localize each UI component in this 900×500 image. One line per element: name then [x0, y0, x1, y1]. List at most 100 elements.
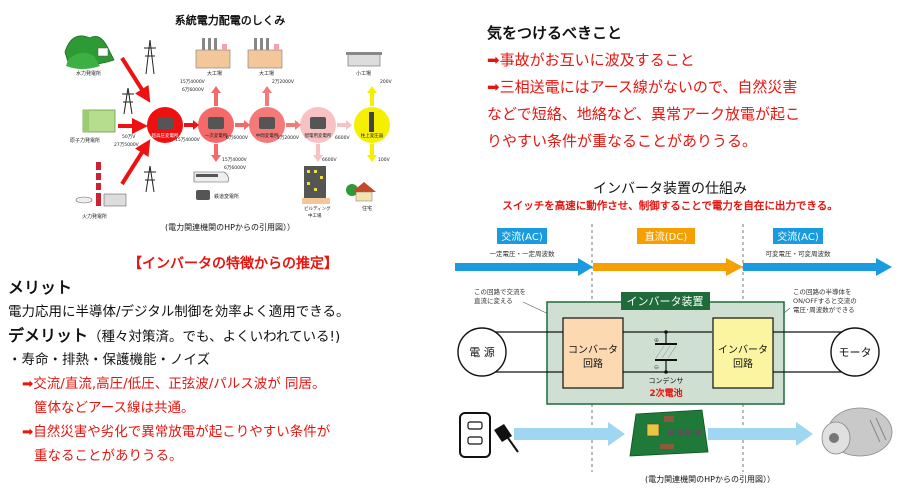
svg-text:柱上変圧器: 柱上変圧器: [361, 132, 384, 139]
circuit-board-icon: [629, 409, 709, 457]
demerit-point-2-cont: 重なることがありうる。: [34, 448, 183, 464]
motor: モータ: [830, 327, 880, 377]
note-right-cont: ON/OFFすると交流の: [793, 296, 857, 305]
capacitor-label: コンデンサ: [649, 376, 684, 385]
factory-voltage-bottom: 6万6000V: [182, 87, 205, 93]
motor-photo-icon: [821, 407, 893, 457]
railway-voltage-top: 15万4000V: [222, 157, 248, 163]
inverter-estimation-section: 【インバータの特徴からの推定】 メリット 電力応用に半導体/デジタル制御を効率よ…: [8, 252, 448, 468]
svg-text:交流(AC): 交流(AC): [501, 230, 543, 243]
substation-primary: 一次変電所: [198, 107, 234, 143]
svg-text:交流(AC): 交流(AC): [777, 230, 819, 243]
building-voltage: 6600V: [322, 157, 337, 163]
merit-title: メリット: [8, 278, 73, 297]
capacitor-hatch: [655, 345, 677, 359]
demerit-row: デメリット（種々対策済。でも、よくいわれている!): [8, 324, 448, 348]
thermal-plant-icon: [75, 162, 127, 207]
grid-diagram-caption: (電力関連機関のHPからの引用図））: [165, 223, 295, 232]
factory-voltage: 2万2000V: [272, 79, 295, 85]
source-arrows: [118, 56, 151, 186]
note-left-cont: 直流に変える: [474, 296, 513, 305]
nuclear-plant-icon: [82, 109, 116, 133]
demerit-point-2: ➡自然災害や劣化で異常放電が起こりやすい条件が: [22, 424, 331, 440]
nuclear-plant-label: 原子力発電所: [70, 137, 100, 144]
building-icon: [302, 166, 330, 204]
svg-text:超高圧変電所: 超高圧変電所: [152, 132, 179, 139]
voltage-label: 2万2000V: [277, 135, 300, 141]
demerit-point-1-cont: 筐体などアース線は共通。: [34, 400, 195, 416]
building-label-sub: 中工場: [308, 212, 322, 219]
svg-text:中間変電所: 中間変電所: [256, 132, 279, 139]
svg-text:回路: 回路: [583, 357, 603, 370]
building-label: ビルディング: [304, 205, 331, 212]
note-right-cont2: 電圧･周波数ができる: [793, 305, 855, 314]
caution-line: ➡三相送電にはアース線がないので、自然災害: [487, 78, 798, 96]
dc-segment: 直流(DC): [637, 228, 695, 244]
large-factory-icon: [247, 38, 283, 69]
svg-text:コンバータ: コンバータ: [568, 344, 618, 356]
svg-text:モータ: モータ: [839, 346, 872, 359]
caution-line: などで短絡、地絡など、異常アーク放電が起こ: [487, 105, 801, 123]
voltage-label: 15万4000V: [175, 137, 201, 143]
device-label: インバータ装置: [627, 295, 704, 308]
flow-arrow-dc: [593, 258, 743, 276]
svg-text:直流(DC): 直流(DC): [645, 230, 688, 243]
converter-circuit: コンバータ 回路: [562, 317, 624, 389]
railway-voltage-bottom: 6万6000V: [224, 165, 247, 171]
railway-label: 鉄道変電所: [214, 193, 239, 200]
svg-text:インバータ: インバータ: [718, 344, 768, 356]
merit-text: 電力応用に半導体/デジタル制御を効率よく適用できる。: [8, 304, 350, 320]
estimation-heading: 【インバータの特徴からの推定】: [128, 256, 338, 272]
ac-output-segment: 交流(AC) 可変電圧・可変周波数: [766, 228, 831, 258]
substation-distribution: 配電用変電所: [300, 107, 336, 143]
demerit-note: （種々対策済。でも、よくいわれている!): [88, 329, 341, 345]
source-voltage-low: 27万5000V: [114, 142, 140, 148]
caution-line: ➡事故がお互いに波及すること: [487, 51, 695, 69]
flow-band-left: [514, 428, 610, 440]
demerit-title: デメリット: [8, 326, 89, 345]
large-factory-icon: [195, 38, 231, 69]
substation-ultra-high: 超高圧変電所: [147, 107, 183, 143]
wall-outlet-icon: [459, 412, 491, 458]
factory-voltage-top: 15万4000V: [180, 79, 206, 85]
caution-section: 気をつけるべきこと ➡事故がお互いに波及すること ➡三相送電にはアース線がないの…: [487, 20, 897, 155]
thermal-plant-label: 火力発電所: [82, 213, 107, 220]
pylon-icon: [122, 39, 156, 193]
ac-input-segment: 交流(AC) 一定電圧・一定周波数: [490, 228, 556, 258]
svg-text:電 源: 電 源: [469, 345, 495, 359]
small-factory-icon: [346, 52, 382, 67]
plug-icon: [494, 424, 519, 453]
house-label: 住宅: [362, 205, 372, 212]
voltage-label: 6600V: [335, 135, 350, 141]
power-grid-diagram: 系統電力配電のしくみ 水力発電所 原子力発電所 火力発電所: [10, 0, 450, 240]
large-factory-label: 大工場: [207, 70, 222, 77]
pole-transformer: 柱上変圧器: [354, 107, 390, 143]
inverter-diagram-caption: (電力関連機関のHPからの引用図））: [645, 475, 775, 484]
hydro-plant-icon: [64, 35, 115, 69]
inverter-circuit: インバータ 回路: [712, 317, 774, 389]
voltage-label: 6万6000V: [226, 135, 249, 141]
grid-diagram-title: 系統電力配電のしくみ: [174, 14, 286, 27]
svg-text:一次変電所: 一次変電所: [205, 132, 228, 139]
inverter-diagram-graphic: 交流(AC) 一定電圧・一定周波数 直流(DC) 交流(AC) 可変電圧・可変周…: [455, 224, 893, 472]
svg-text:回路: 回路: [733, 357, 753, 370]
railway-transformer-icon: [196, 190, 210, 200]
house-icon: [346, 182, 376, 202]
minus-icon: ⊖: [654, 364, 659, 371]
large-factory-label: 大工場: [259, 70, 274, 77]
hydro-plant-label: 水力発電所: [76, 70, 101, 77]
power-source: 電 源: [457, 327, 507, 377]
flow-band-right: [708, 428, 798, 440]
inverter-mechanism-diagram: インバータ装置の仕組み スイッチを高速に動作させ、制御することで電力を自在に出力…: [440, 172, 900, 500]
flow-arrow-ac-in: [455, 258, 593, 276]
small-factory-voltage: 200V: [380, 79, 393, 85]
demerit-items: ・寿命・排熱・保護機能・ノイズ: [8, 352, 211, 368]
grid-diagram-graphic: 水力発電所 原子力発電所 火力発電所 50万V 27万5000V: [64, 35, 393, 220]
svg-text:一定電圧・一定周波数: 一定電圧・一定周波数: [490, 249, 556, 258]
branch-arrows: [211, 86, 377, 162]
substation-intermediate: 中間変電所: [249, 107, 285, 143]
secondary-battery-label: 2次電池: [649, 387, 682, 399]
house-voltage: 100V: [378, 157, 391, 163]
inverter-diagram-subtitle: スイッチを高速に動作させ、制御することで電力を自在に出力できる。: [502, 200, 838, 212]
svg-text:配電用変電所: 配電用変電所: [305, 132, 332, 139]
